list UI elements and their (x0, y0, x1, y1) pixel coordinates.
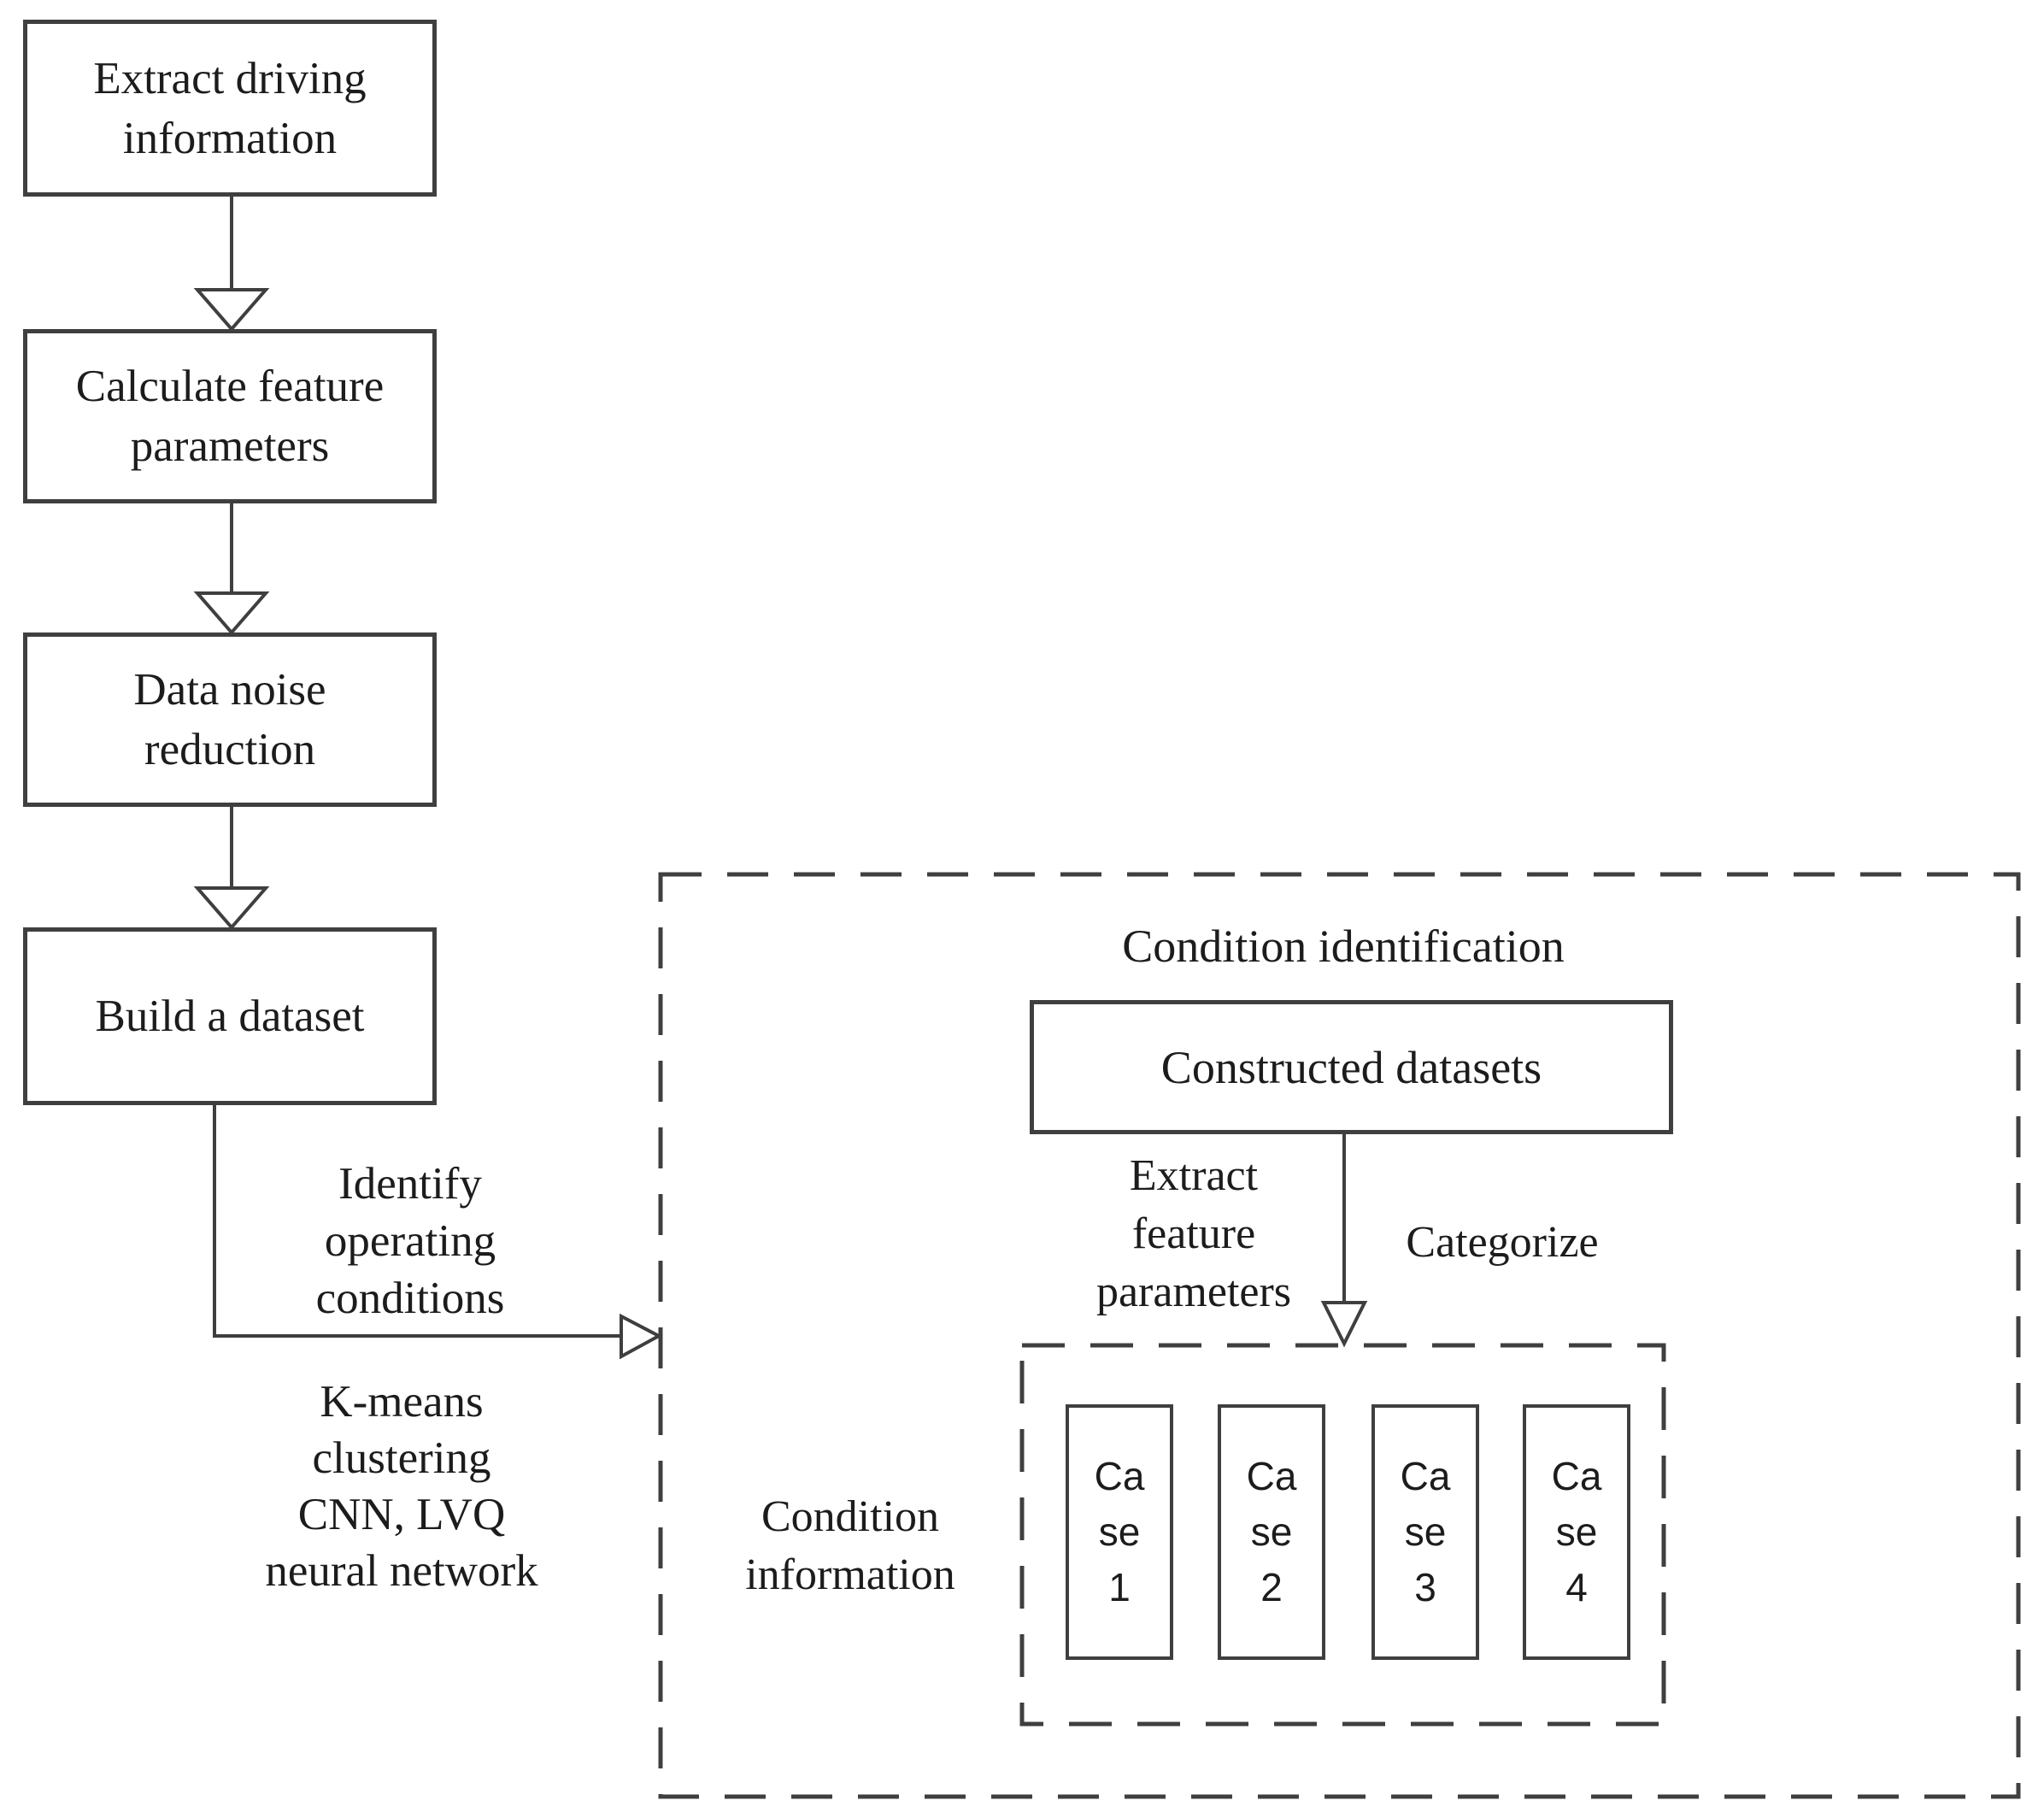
condition-information-label: Condition information (745, 1492, 955, 1599)
categorize-arrow-head (1320, 1301, 1368, 1348)
flow-box-calculate-feature-parameters: Calculate feature parameters (23, 329, 437, 503)
case-1-box: Ca se 1 (1066, 1404, 1173, 1660)
cases-dashed-box (1019, 1343, 1666, 1727)
flow-box-extract-driving-information: Extract driving information (23, 20, 437, 197)
constructed-datasets-box: Constructed datasets (1030, 1000, 1673, 1134)
flow-arrow-1-head (193, 288, 270, 332)
flow-arrow-2-head (193, 591, 270, 636)
case-3-box: Ca se 3 (1371, 1404, 1479, 1660)
case-2-box: Ca se 2 (1218, 1404, 1325, 1660)
condition-identification-dashed-box (658, 872, 2021, 1799)
identify-operating-conditions-label: Identify operating conditions (315, 1159, 505, 1323)
categorize-label: Categorize (1406, 1218, 1599, 1267)
flow-arrow-3-head (193, 886, 270, 931)
case-4-box: Ca se 4 (1523, 1404, 1630, 1660)
flow-box-data-noise-reduction: Data noise reduction (23, 632, 437, 807)
condition-identification-title: Condition identification (1122, 921, 1565, 972)
elbow-connector-head (620, 1313, 663, 1360)
kmeans-clustering-label: K-means clustering CNN, LVQ neural netwo… (265, 1377, 538, 1596)
elbow-connector-line (213, 1105, 621, 1338)
extract-feature-parameters-label: Extract feature parameters (1095, 1151, 1292, 1316)
flow-box-build-a-dataset: Build a dataset (23, 927, 437, 1105)
